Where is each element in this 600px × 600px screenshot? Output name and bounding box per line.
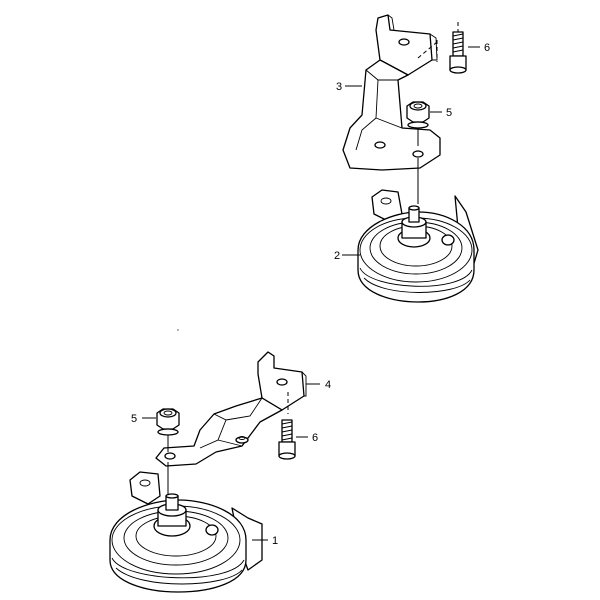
lower-assembly: 4 5 6 1 xyxy=(109,351,331,593)
callout-lower-horn: 1 xyxy=(272,535,278,547)
upper-bracket xyxy=(342,14,441,171)
lower-bracket xyxy=(155,351,307,467)
callout-upper-bracket: 3 xyxy=(336,81,342,93)
lower-bolt xyxy=(278,419,296,460)
upper-assembly: 3 6 5 2 xyxy=(334,14,490,303)
upper-bolt xyxy=(436,22,467,74)
upper-horn xyxy=(357,189,479,303)
lower-horn xyxy=(109,471,263,593)
upper-nut xyxy=(406,101,430,204)
callout-upper-bolt: 6 xyxy=(484,42,490,54)
callout-lower-bolt: 6 xyxy=(312,432,318,444)
lower-nut xyxy=(156,408,180,500)
callout-lower-nut: 5 xyxy=(131,413,137,425)
callout-upper-nut: 5 xyxy=(446,107,452,119)
callout-upper-horn: 2 xyxy=(334,250,340,262)
callout-lower-bracket: 4 xyxy=(325,379,331,391)
stray-mark xyxy=(177,329,179,331)
